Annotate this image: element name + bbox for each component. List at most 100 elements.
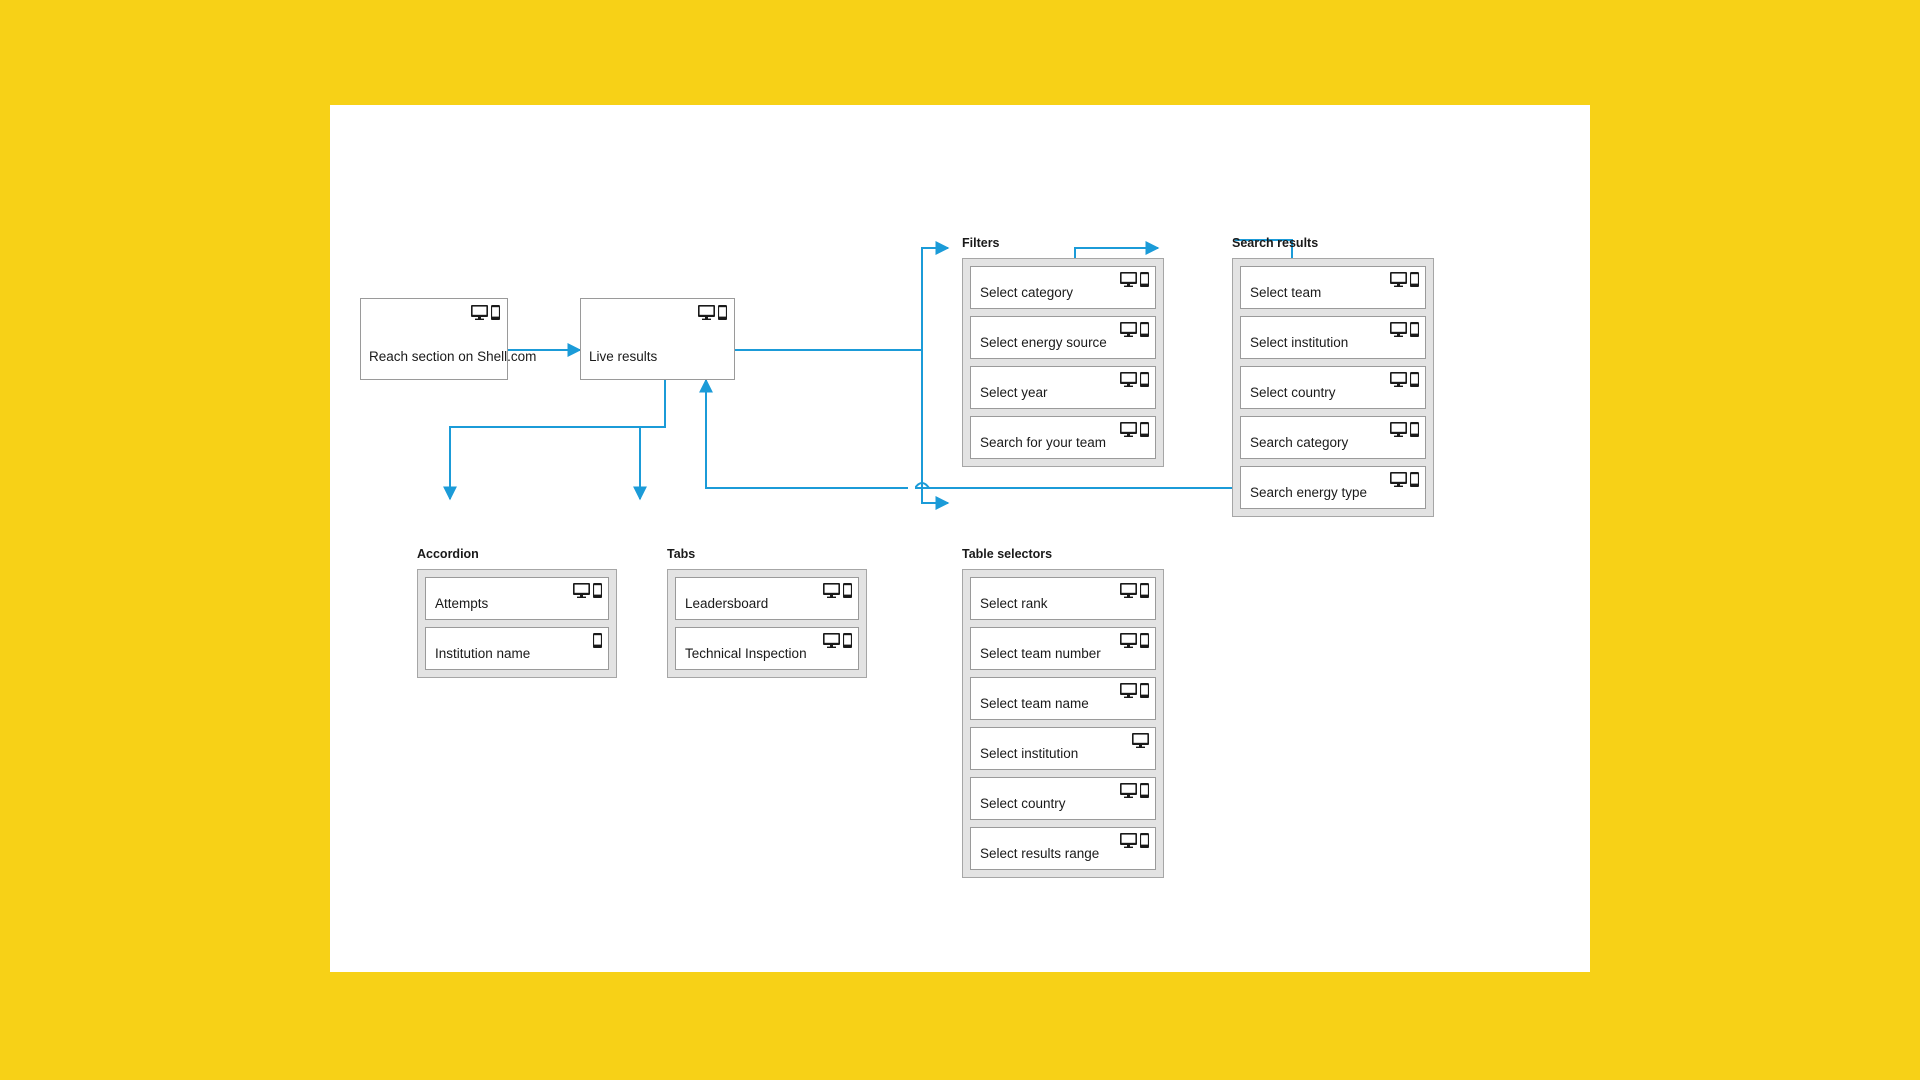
- mobile-icon: [1140, 322, 1149, 337]
- item-label: Select energy source: [980, 334, 1107, 350]
- item-label: Select institution: [1250, 334, 1349, 350]
- search-result-item-search-energy-type[interactable]: Search energy type: [1240, 466, 1426, 509]
- node-label: Live results: [589, 348, 658, 364]
- device-badges: [823, 583, 852, 599]
- wire-hop: [914, 482, 930, 489]
- mobile-icon: [1410, 422, 1419, 437]
- monitor-icon: [1120, 322, 1137, 337]
- table-selector-item-select-team-number[interactable]: Select team number: [970, 627, 1156, 670]
- monitor-icon: [1390, 322, 1407, 337]
- mobile-icon: [1140, 633, 1149, 648]
- node-reach-section[interactable]: Reach section on Shell.com: [360, 298, 536, 380]
- table-selector-item-select-institution[interactable]: Select institution: [970, 727, 1156, 770]
- item-label: Select results range: [980, 845, 1100, 861]
- mobile-icon: [1410, 472, 1419, 487]
- item-label: Institution name: [435, 645, 531, 661]
- mobile-icon: [491, 305, 500, 320]
- device-badges: [698, 305, 727, 321]
- filter-item-select-year[interactable]: Select year: [970, 366, 1156, 409]
- device-badges: [1132, 733, 1149, 749]
- mobile-icon: [1140, 833, 1149, 848]
- table-selector-item-select-country[interactable]: Select country: [970, 777, 1156, 820]
- monitor-icon: [1120, 683, 1137, 698]
- item-label: Search category: [1250, 434, 1349, 450]
- device-badges: [1120, 422, 1149, 438]
- group-title-accordion: Accordion: [417, 547, 479, 561]
- mobile-icon: [843, 583, 852, 598]
- monitor-icon: [573, 583, 590, 598]
- artboard: Reach section on Shell.com Live results: [330, 105, 1590, 972]
- mobile-icon: [1140, 422, 1149, 437]
- device-badges: [1120, 322, 1149, 338]
- mobile-icon: [1140, 783, 1149, 798]
- item-label: Select team: [1250, 284, 1322, 300]
- item-label: Select team name: [980, 695, 1089, 711]
- monitor-icon: [698, 305, 715, 320]
- accordion-item-attempts[interactable]: Attempts: [425, 577, 609, 620]
- filter-item-select-category[interactable]: Select category: [970, 266, 1156, 309]
- device-badges: [1120, 633, 1149, 649]
- mobile-icon: [593, 583, 602, 598]
- item-label: Search energy type: [1250, 484, 1368, 500]
- tab-item-leadersboard[interactable]: Leadersboard: [675, 577, 859, 620]
- device-badges: [573, 583, 602, 599]
- table-selector-item-select-rank[interactable]: Select rank: [970, 577, 1156, 620]
- group-tabs: Tabs Lead: [667, 547, 867, 678]
- group-title-search-results: Search results: [1232, 236, 1319, 250]
- monitor-icon: [1390, 372, 1407, 387]
- item-label: Leadersboard: [685, 595, 769, 611]
- wire-live-to-accordion: [443, 380, 666, 501]
- search-result-item-select-team[interactable]: Select team: [1240, 266, 1426, 309]
- wire-live-to-table-selectors: [921, 350, 950, 510]
- filter-item-select-energy-source[interactable]: Select energy source: [970, 316, 1156, 359]
- node-live-results[interactable]: Live results: [580, 298, 735, 380]
- group-search-results: Search results: [1232, 236, 1434, 517]
- monitor-icon: [823, 633, 840, 648]
- monitor-icon: [1120, 633, 1137, 648]
- monitor-icon: [1120, 833, 1137, 848]
- group-body-accordion: Attempts Institution name: [417, 569, 617, 678]
- group-filters: Filters S: [962, 236, 1164, 467]
- device-badges: [1120, 683, 1149, 699]
- table-selector-item-select-team-name[interactable]: Select team name: [970, 677, 1156, 720]
- group-title-tabs: Tabs: [667, 547, 696, 561]
- search-result-item-search-category[interactable]: Search category: [1240, 416, 1426, 459]
- group-body-table-selectors: Select rank: [962, 569, 1164, 878]
- search-result-item-select-country[interactable]: Select country: [1240, 366, 1426, 409]
- mobile-icon: [1410, 372, 1419, 387]
- item-label: Search for your team: [980, 434, 1107, 450]
- mobile-icon: [718, 305, 727, 320]
- device-badges: [1120, 833, 1149, 849]
- group-table-selectors: Table selectors: [962, 547, 1164, 878]
- wire-live-to-tabs: [633, 380, 666, 501]
- mobile-icon: [1410, 272, 1419, 287]
- mobile-icon: [1410, 322, 1419, 337]
- group-body-filters: Select category: [962, 258, 1164, 467]
- group-accordion: Accordion: [417, 547, 617, 678]
- mobile-icon: [1140, 583, 1149, 598]
- filter-item-search-for-your-team[interactable]: Search for your team: [970, 416, 1156, 459]
- item-label: Select category: [980, 284, 1074, 300]
- monitor-icon: [1120, 583, 1137, 598]
- device-badges: [1120, 583, 1149, 599]
- device-badges: [1390, 472, 1419, 488]
- search-result-item-select-institution[interactable]: Select institution: [1240, 316, 1426, 359]
- item-label: Select team number: [980, 645, 1101, 661]
- monitor-icon: [471, 305, 488, 320]
- mobile-icon: [843, 633, 852, 648]
- group-title-filters: Filters: [962, 236, 1000, 250]
- device-badges: [1120, 783, 1149, 799]
- tab-item-technical-inspection[interactable]: Technical Inspection: [675, 627, 859, 670]
- device-badges: [823, 633, 852, 649]
- item-label: Select institution: [980, 745, 1079, 761]
- device-badges: [1120, 272, 1149, 288]
- group-body-tabs: Leadersboard: [667, 569, 867, 678]
- device-badges: [1390, 422, 1419, 438]
- mobile-icon: [1140, 272, 1149, 287]
- monitor-icon: [1120, 783, 1137, 798]
- accordion-item-institution-name[interactable]: Institution name: [425, 627, 609, 670]
- table-selector-item-select-results-range[interactable]: Select results range: [970, 827, 1156, 870]
- item-label: Select country: [980, 795, 1066, 811]
- mobile-icon: [593, 633, 602, 648]
